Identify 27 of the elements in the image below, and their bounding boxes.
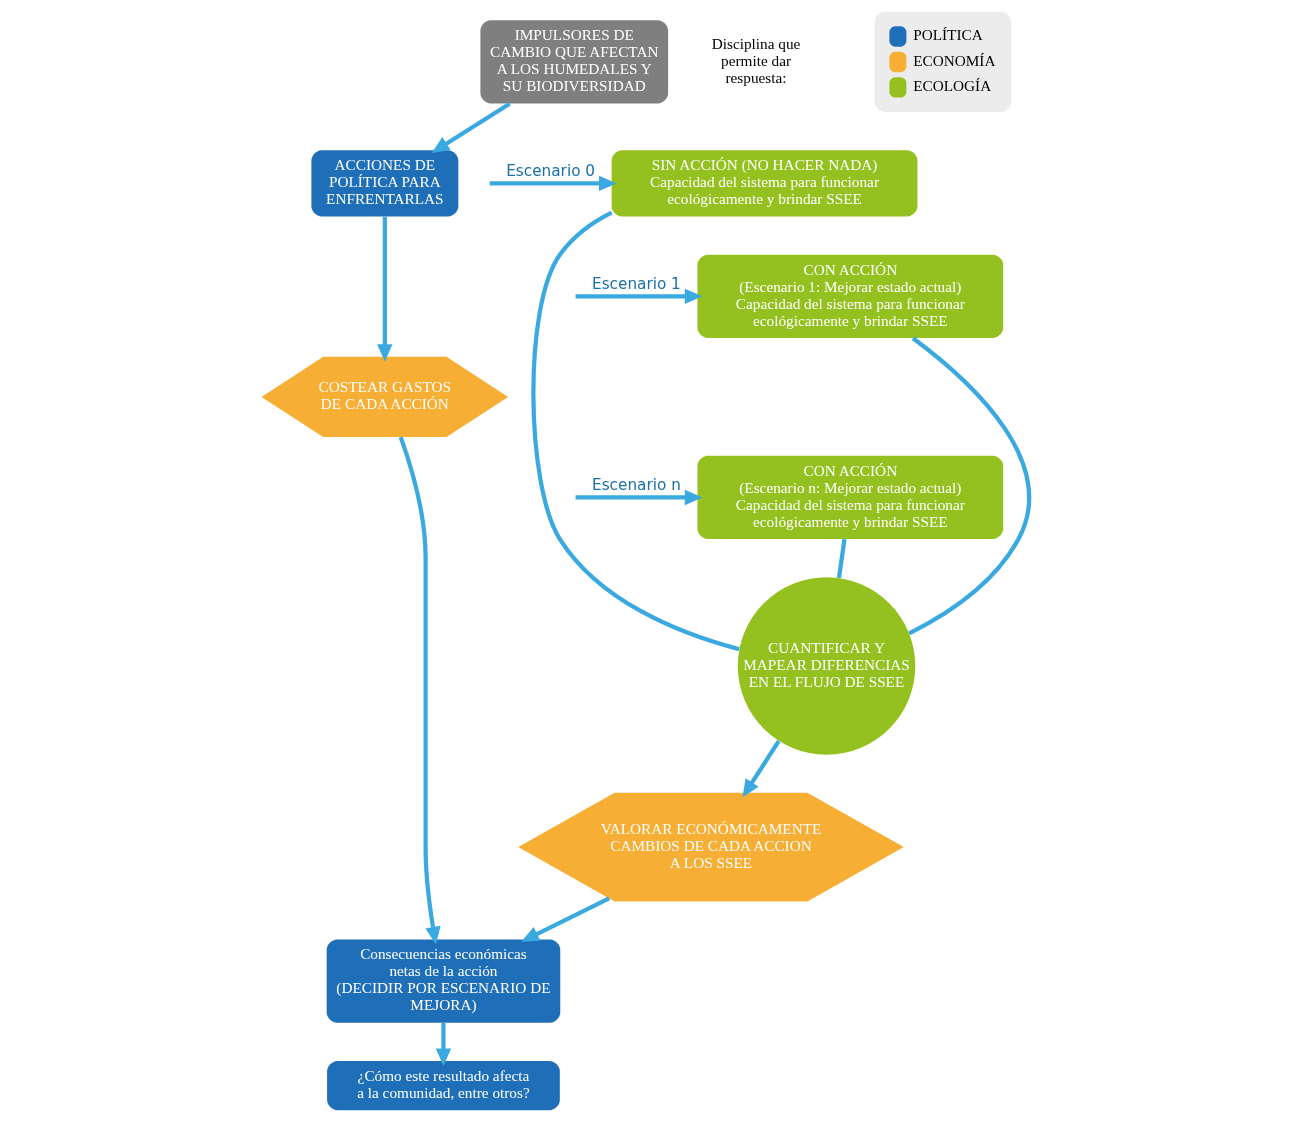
legend-label: ECONOMÍA (912, 51, 995, 69)
legend-label: ECOLOGÍA (912, 77, 991, 95)
label: Disciplina que permite dar respuesta: (711, 34, 800, 86)
arrow (575, 288, 702, 305)
arrow (435, 1022, 451, 1067)
connector (907, 336, 1031, 636)
arrow (742, 740, 780, 798)
edge-label: Escenario n (591, 476, 681, 495)
node-box: CON ACCIÓN (Escenario 1: Mejorar estado actual) Capacidad del sistema para funcionar ecológicamente y brindar SSEE (696, 254, 1003, 338)
edge-label: Escenario 0 (505, 162, 595, 181)
node-box: ¿Cómo este resultado afecta a la comunidad, entre otros? (326, 1060, 560, 1111)
connector (530, 210, 740, 652)
edge-label: Escenario 1 (591, 275, 681, 294)
node-box: CON ACCIÓN (Escenario n: Mejorar estado actual) Capacidad del sistema para funcionar ecológicamente y brindar SSEE (696, 455, 1003, 540)
arrow (575, 489, 702, 506)
node-circle: CUANTIFICAR Y MAPEAR DIFERENCIAS EN EL FLUJO DE SSEE (737, 577, 915, 755)
node-box: SIN ACCIÓN (NO HACER NADA) Capacidad del sistema para funcionar ecológicamente y brindar SSEE (611, 150, 917, 217)
arrow (520, 896, 610, 942)
node-box: ACCIONES DE POLÍTICA PARA ENFRENTARLAS (310, 150, 458, 217)
connector (836, 538, 847, 579)
arrow (376, 216, 393, 362)
arrow (398, 436, 441, 945)
arrow (489, 175, 617, 192)
node-box: IMPULSORES DE CAMBIO QUE AFECTAN A LOS HUMEDALES Y SU BIODIVERSIDAD (479, 20, 668, 104)
node-box: Consecuencias económicas netas de la acción (DECIDIR POR ESCENARIO DE MEJORA) (326, 939, 560, 1023)
arrow (431, 101, 511, 153)
legend-label: POLÍTICA (912, 26, 983, 44)
